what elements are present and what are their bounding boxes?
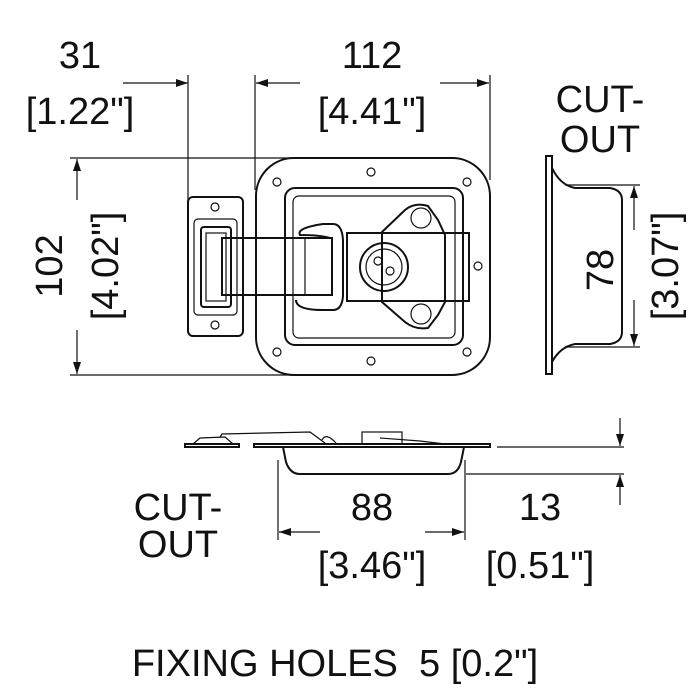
- cutout-label-bottom-1: CUT-: [134, 487, 223, 529]
- dim-78-in: [3.07"]: [645, 212, 687, 321]
- latch-top-view: [187, 157, 491, 376]
- cutout-label-right-1: CUT-: [556, 79, 645, 121]
- cutout-label-bottom-2: OUT: [138, 524, 218, 566]
- latch-front-view: [184, 418, 624, 540]
- dim-112-in: [4.41"]: [318, 91, 427, 133]
- latch-side-view: [545, 155, 640, 375]
- dim-88-mm: 88: [351, 487, 393, 529]
- dim-88-in: [3.46"]: [318, 545, 427, 587]
- dim-31-mm: 31: [59, 35, 101, 77]
- dim-112-mm: 112: [342, 35, 403, 77]
- dim-78-mm: 78: [580, 249, 622, 291]
- dimension-lines-top: [70, 75, 491, 376]
- dim-13-mm: 13: [519, 487, 561, 529]
- dim-13-in: [0.51"]: [486, 545, 595, 587]
- dim-102-mm: 102: [29, 234, 71, 297]
- cutout-label-right-2: OUT: [560, 119, 640, 161]
- dim-31-in: [1.22"]: [26, 91, 135, 133]
- dim-102-in: [4.02"]: [85, 212, 127, 321]
- fixing-holes-note: FIXING HOLES 5 [0.2"]: [132, 643, 538, 685]
